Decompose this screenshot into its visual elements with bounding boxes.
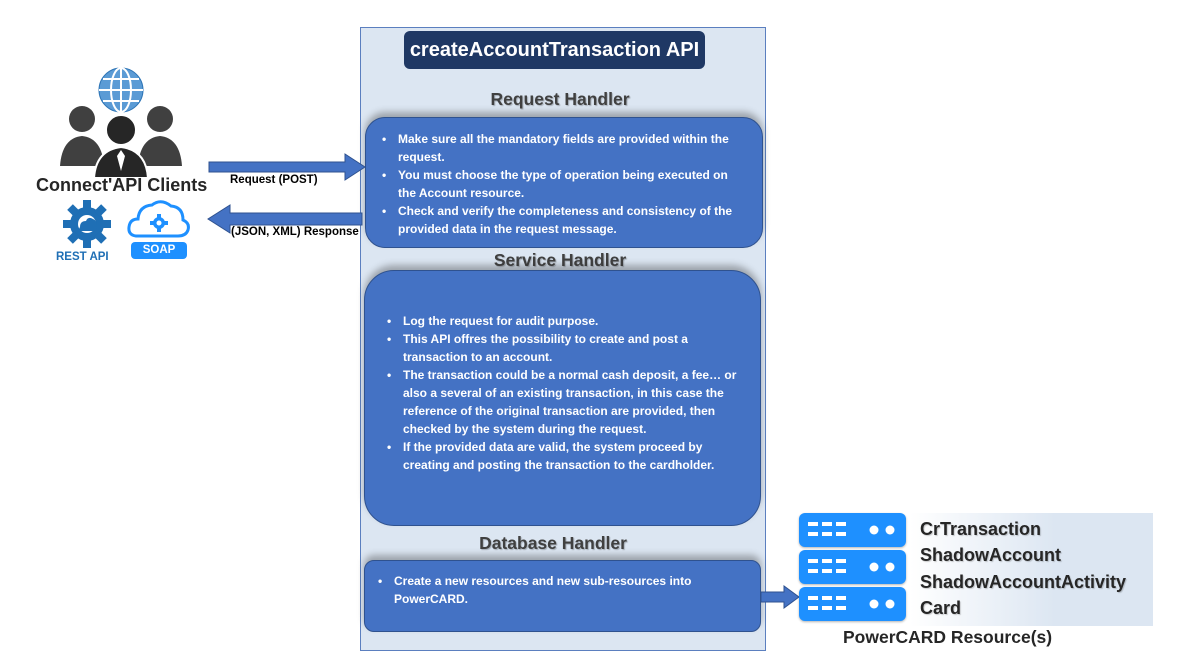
service-bullet: The transaction could be a normal cash d… [382,366,738,438]
resource-item: Card [920,598,962,618]
database-handler-list: Create a new resources and new sub-resou… [373,572,730,608]
response-arrow [207,204,363,234]
service-bullet: This API offres the possibility to creat… [382,330,738,366]
users-globe-icon [60,67,182,178]
request-handler-title: Request Handler [490,89,630,109]
service-handler-title: Service Handler [493,250,627,270]
rest-api-label: REST API [56,251,109,263]
database-bullet: Create a new resources and new sub-resou… [373,572,730,608]
database-handler-box: Create a new resources and new sub-resou… [364,560,761,632]
clients-label: Connect'API Clients [36,175,208,195]
service-handler-list: Log the request for audit purpose. This … [382,312,738,474]
request-bullet: Check and verify the completeness and co… [377,202,748,238]
service-handler-box: Log the request for audit purpose. This … [364,270,761,526]
rest-api-gear-icon [63,200,111,248]
resource-item: ShadowAccount [920,545,1062,565]
resource-item: CrTransaction [920,519,1042,539]
request-handler-box: Make sure all the mandatory fields are p… [365,117,763,248]
db-arrow-layer [760,585,800,609]
soap-cloud-icon [127,200,190,259]
server-icon [799,550,906,584]
soap-label: SOAP [142,244,176,256]
arrows-layer [207,153,366,234]
server-icon [799,513,906,547]
database-arrow [760,585,800,609]
service-bullet: Log the request for audit purpose. [382,312,738,330]
server-icon [799,587,906,621]
request-bullet: Make sure all the mandatory fields are p… [377,130,748,166]
request-bullet: You must choose the type of operation be… [377,166,748,202]
resource-item: ShadowAccountActivity [920,572,1127,592]
request-label: Request (POST) [230,174,318,186]
request-handler-list: Make sure all the mandatory fields are p… [377,130,748,238]
service-bullet: If the provided data are valid, the syst… [382,438,738,474]
api-title: createAccountTransaction API [404,31,705,69]
resources-panel [910,513,1153,626]
request-arrow [208,153,366,181]
resources-caption: PowerCARD Resource(s) [843,627,1053,647]
response-label: (JSON, XML) Response [231,226,359,238]
database-handler-title: Database Handler [479,533,627,553]
